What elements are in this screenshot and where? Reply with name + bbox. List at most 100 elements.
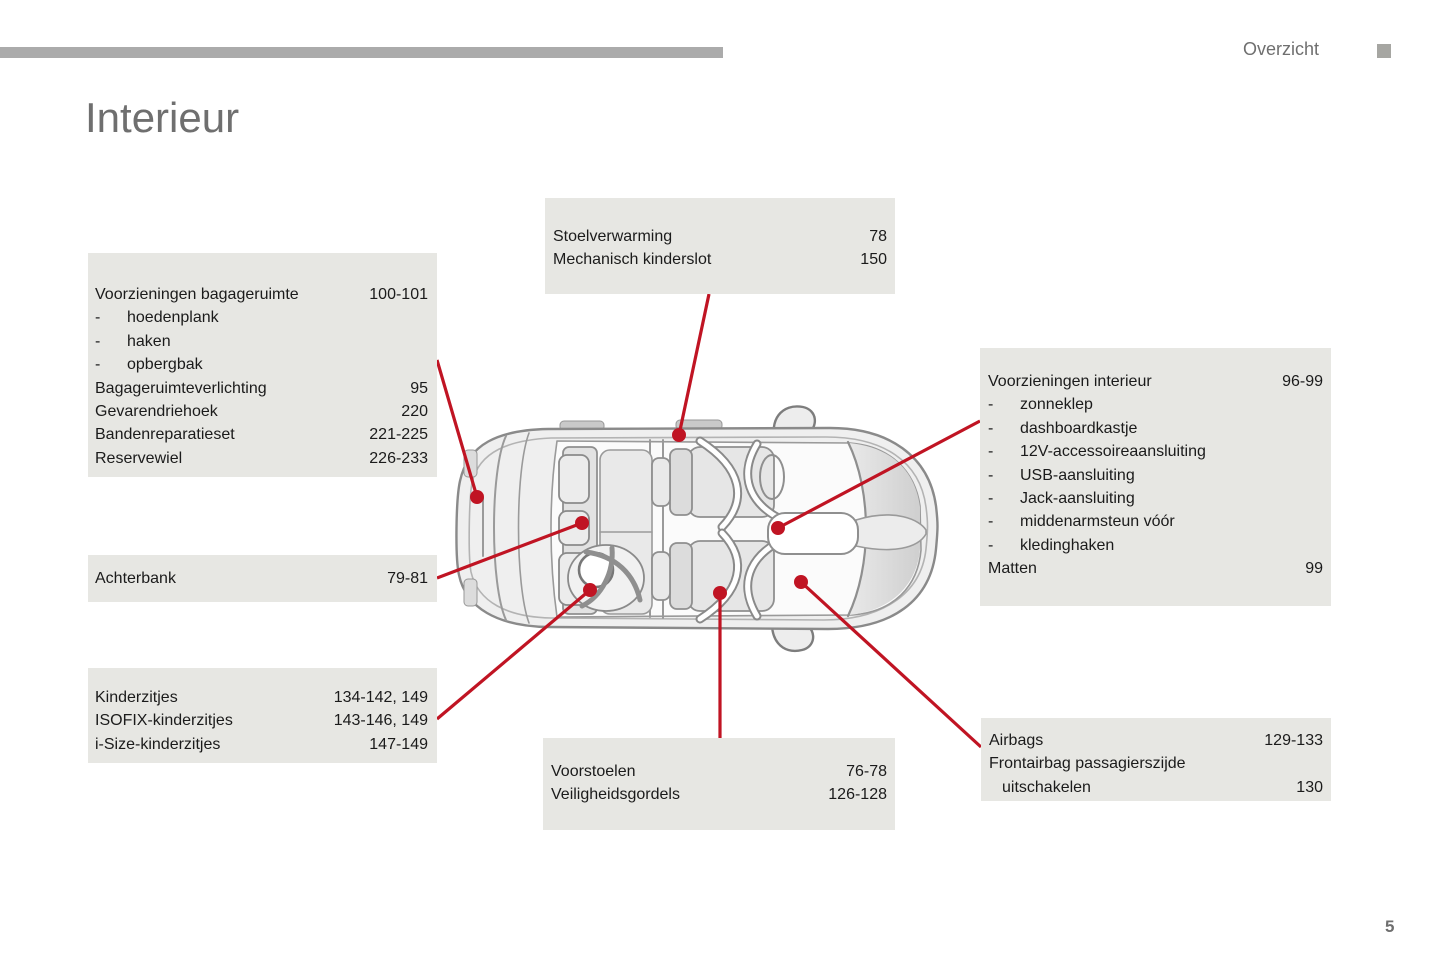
callout-row: Mechanisch kinderslot 150: [553, 248, 887, 271]
callout-label: Voorzieningen bagageruimte: [95, 286, 299, 303]
connector-achterbank: [436, 521, 583, 580]
bullet-dash: -: [988, 536, 994, 554]
section-tab-marker-icon: [1377, 44, 1391, 58]
dot-interieur: [771, 521, 785, 535]
callout-label: Matten: [988, 560, 1037, 578]
callout-label: opbergbak: [127, 356, 203, 374]
callout-pages: 96-99: [1282, 373, 1323, 390]
callout-row: -kledinghaken: [988, 534, 1323, 557]
bullet-dash: -: [95, 309, 101, 327]
callout-pages: 220: [401, 403, 428, 421]
car-body-group: [455, 405, 939, 653]
seatbelt-bottom-inner: [697, 530, 740, 622]
callout-label: Mechanisch kinderslot: [553, 251, 712, 269]
callout-row: uitschakelen 130: [989, 776, 1323, 799]
callout-pages: 126-128: [828, 786, 887, 804]
seatbelt-top-inner: [697, 438, 740, 530]
bullet-dash: -: [988, 419, 994, 437]
front-headrest-bottom-icon: [651, 551, 671, 601]
rear-hatch-line: [493, 435, 507, 621]
callout-row: i-Size-kinderzitjes 147-149: [95, 733, 428, 756]
callout-label: Kinderzitjes: [95, 689, 178, 706]
callout-pages: 147-149: [369, 735, 428, 753]
bullet-dash: -: [988, 490, 994, 508]
callout-pages: 221-225: [369, 426, 428, 444]
callout-label: Bandenreparatieset: [95, 426, 235, 444]
callout-label: ISOFIX-kinderzitjes: [95, 712, 233, 730]
dot-kinderzitjes: [583, 583, 597, 597]
rear-window-line: [517, 432, 530, 624]
callout-pages: 95: [410, 379, 428, 397]
callout-row: Kinderzitjes 134-142, 149: [95, 686, 428, 709]
callout-label: haken: [127, 332, 171, 350]
callout-pages: 134-142, 149: [333, 689, 428, 706]
section-label: Overzicht: [1243, 39, 1320, 59]
callout-label: Stoelverwarming: [553, 228, 673, 245]
connector-stoelverwarming: [677, 293, 711, 436]
front-headrest-top-icon: [651, 457, 671, 507]
child-seat-strap-1: [583, 549, 643, 603]
callout-row: Voorzieningen interieur 96-99: [988, 370, 1323, 393]
middle-armrest: [767, 512, 859, 555]
callout-label: uitschakelen: [1002, 778, 1091, 796]
callout-label: middenarmsteun vóór: [1020, 513, 1175, 531]
callout-pages: 130: [1296, 778, 1323, 796]
front-seat-top-back: [669, 448, 693, 516]
dot-bagageruimte: [470, 490, 484, 504]
rear-light-right-icon: [463, 578, 478, 607]
callout-label: i-Size-kinderzitjes: [95, 735, 221, 753]
header-rule-bar: [0, 47, 723, 58]
callout-row: -haken: [95, 330, 428, 353]
callout-pages: 150: [860, 251, 887, 269]
bullet-dash: -: [988, 513, 994, 531]
callout-row: Reservewiel 226-233: [95, 447, 428, 470]
callout-pages: 79-81: [387, 570, 428, 587]
callout-label: USB-aansluiting: [1020, 466, 1135, 484]
callout-row: - USB-aansluiting: [988, 464, 1323, 487]
dot-stoelverwarming: [672, 428, 686, 442]
callout-label: Voorzieningen interieur: [988, 373, 1152, 390]
callout-row: - dashboardkastje: [988, 417, 1323, 440]
callout-row: ISOFIX-kinderzitjes 143-146, 149: [95, 709, 428, 732]
front-seat-bottom-back: [669, 542, 693, 610]
callout-row: -hoedenplank: [95, 306, 428, 329]
callout-label: 12V-accessoireaansluiting: [1020, 443, 1206, 461]
console-front-extension: [855, 514, 927, 551]
child-seat-strap-2: [579, 545, 615, 609]
callout-pages: 78: [869, 228, 887, 245]
callout-label: Bagageruimteverlichting: [95, 379, 267, 397]
callout-label: Frontairbag passagierszijde: [989, 755, 1186, 773]
callout-pages: 143-146, 149: [333, 712, 428, 730]
callout-label: Voorstoelen: [551, 763, 636, 780]
connector-interieur: [777, 419, 981, 530]
dot-achterbank: [575, 516, 589, 530]
page-title: Interieur: [85, 94, 240, 141]
dot-voorstoelen: [713, 586, 727, 600]
callout-label: Reservewiel: [95, 449, 183, 467]
bullet-dash: -: [988, 466, 994, 484]
callout-row: Bagageruimteverlichting 95: [95, 377, 428, 400]
callout-row: Veiligheidsgordels 126-128: [551, 783, 887, 806]
callout-row: -opbergbak: [95, 353, 428, 376]
connector-kinderzitjes: [435, 588, 592, 721]
rear-headrest-1-icon: [558, 454, 590, 504]
callout-pages: 226-233: [369, 449, 428, 467]
callout-label: Veiligheidsgordels: [551, 786, 680, 804]
callout-label: dashboardkastje: [1020, 419, 1138, 437]
dashboard-vent-icon: [759, 454, 785, 500]
callout-row: - middenarmsteun vóór: [988, 510, 1323, 533]
callout-row: -Jack-aansluiting: [988, 487, 1323, 510]
callout-dots: [470, 428, 808, 600]
callout-row: Frontairbag passagierszijde: [989, 752, 1323, 775]
